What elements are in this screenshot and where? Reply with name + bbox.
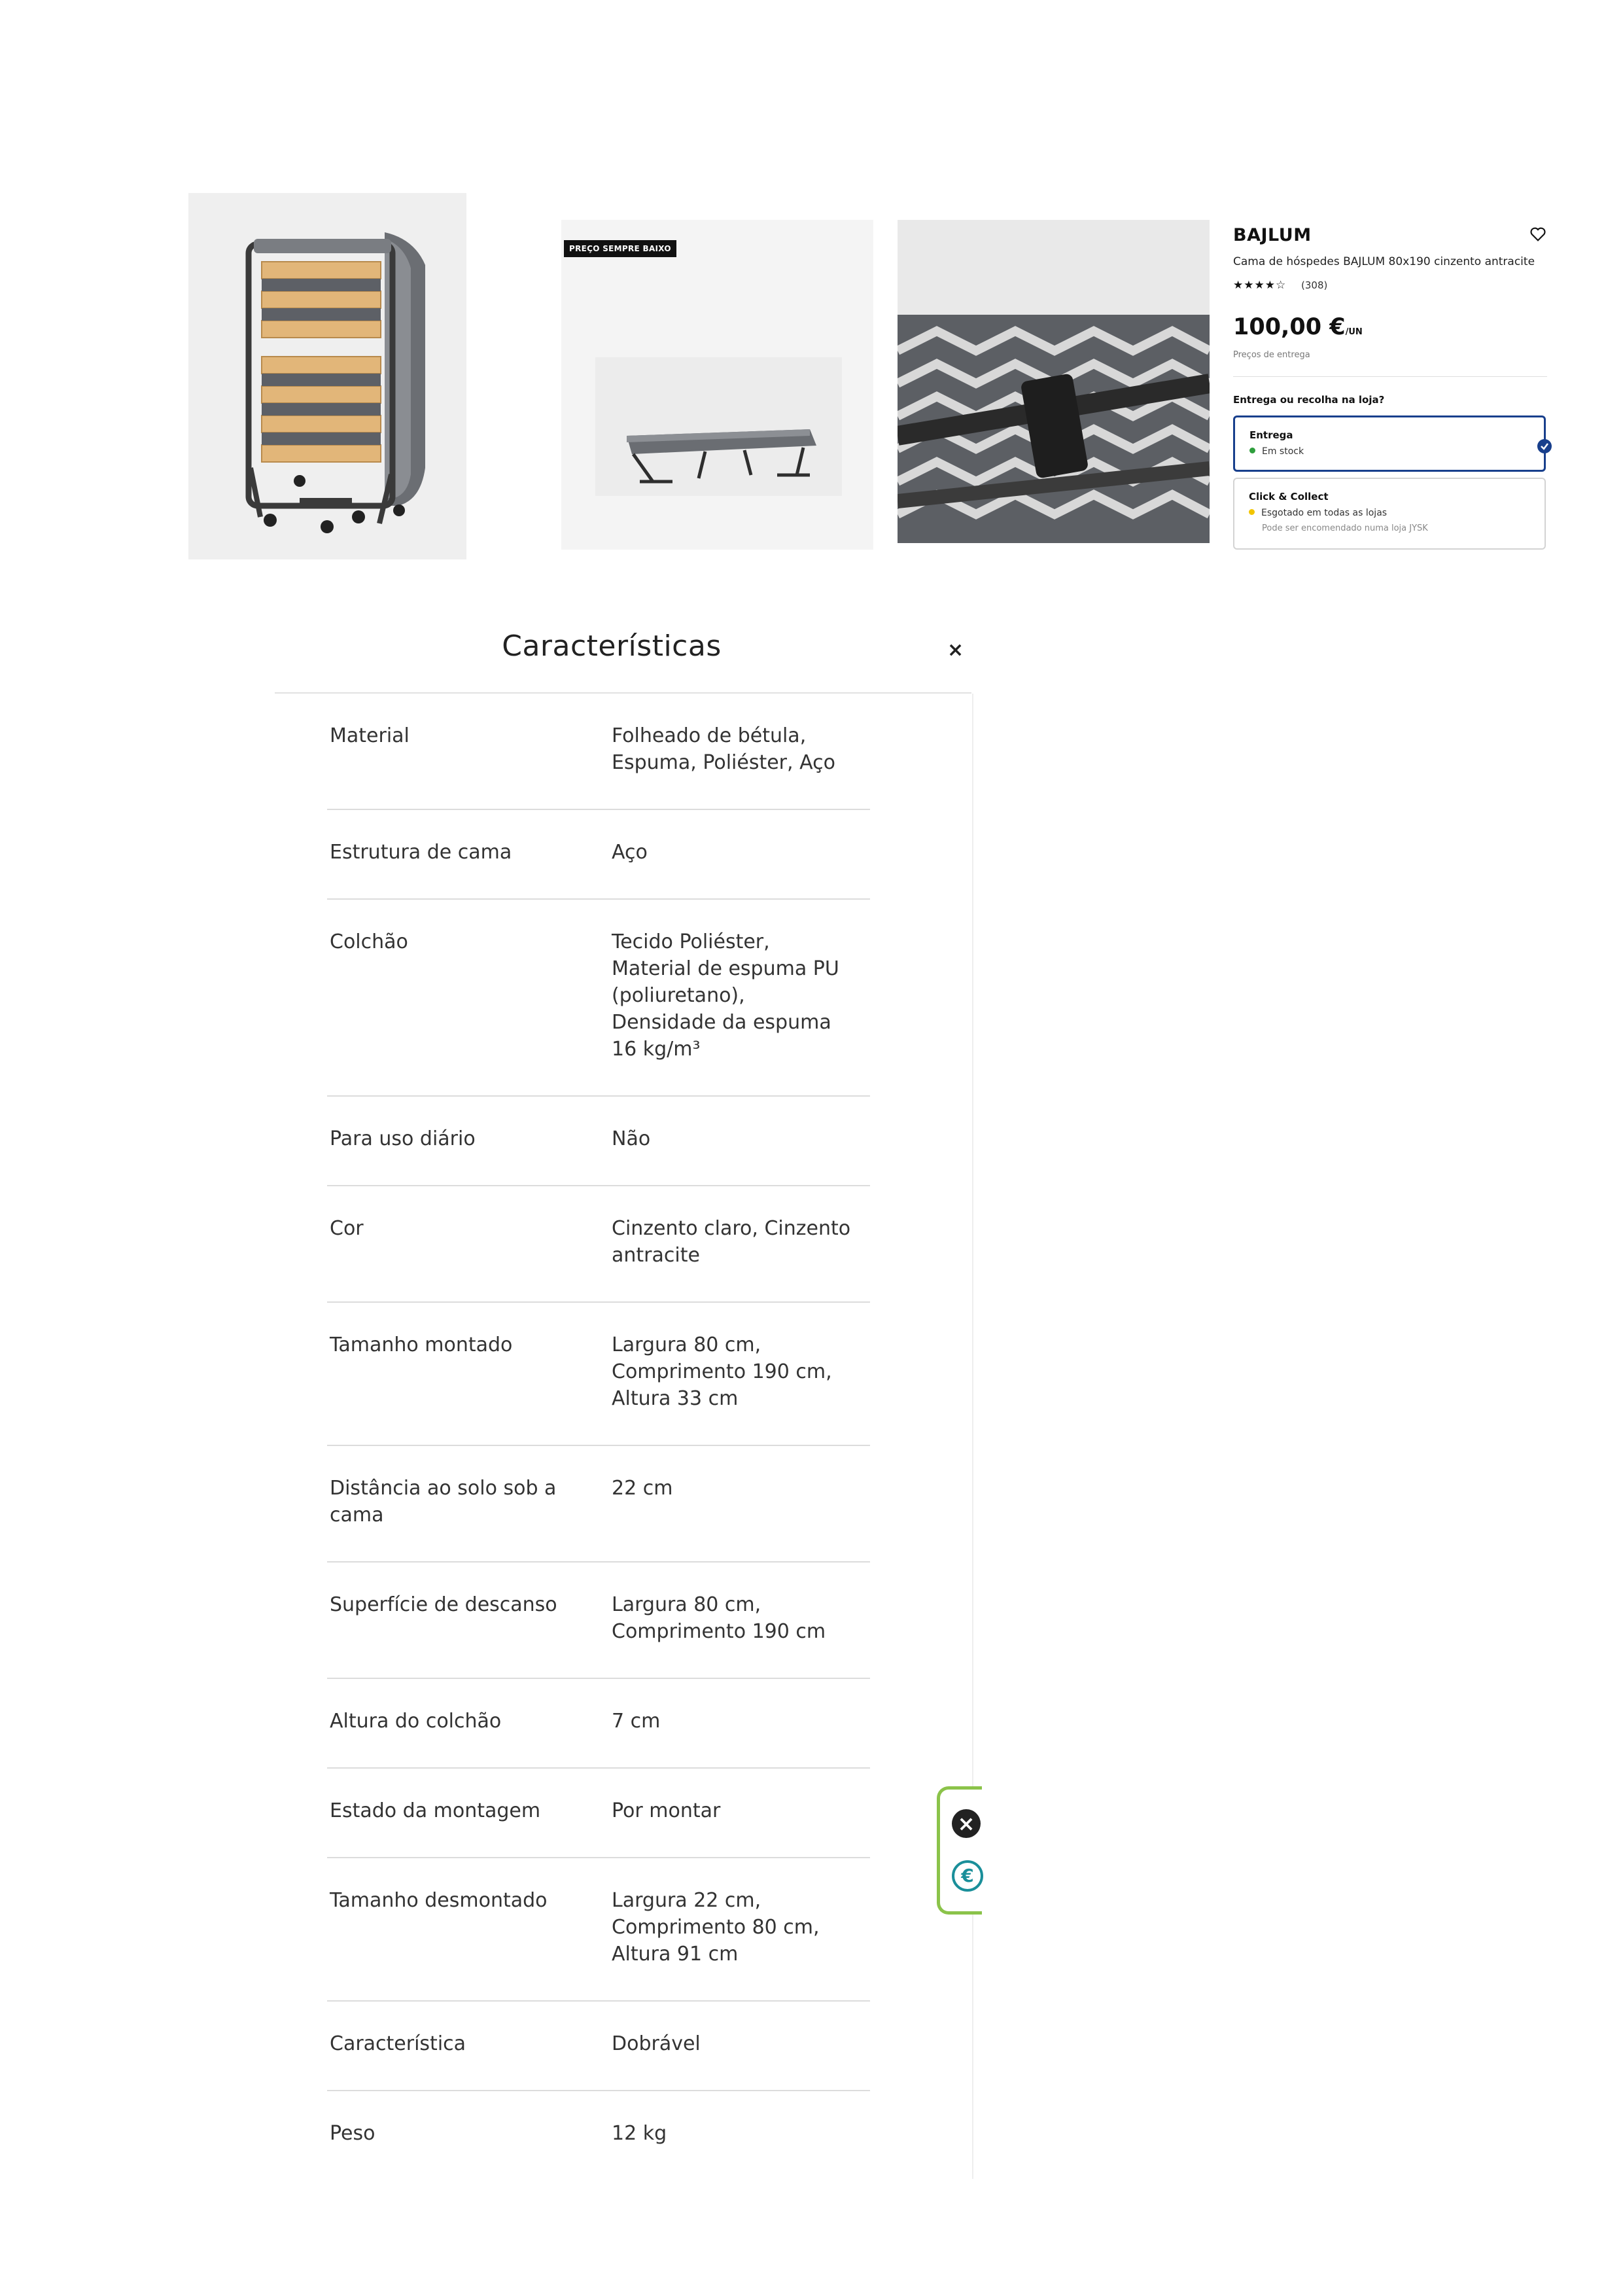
- spec-label: Característica: [330, 2032, 466, 2055]
- spec-label: Estrutura de cama: [330, 841, 512, 864]
- specs-title: Características: [502, 629, 722, 663]
- delivery-option[interactable]: Entrega Em stock: [1233, 415, 1552, 472]
- side-widget[interactable]: × €: [937, 1786, 983, 1915]
- spec-row: Estrutura de cama Aço: [327, 810, 870, 900]
- spec-value: Dobrável: [612, 2032, 701, 2055]
- specs-table: Material Folheado de bétula,Espuma, Polié…: [327, 694, 870, 2181]
- spec-row: Tamanho desmontado Largura 22 cm,Comprime…: [327, 1858, 870, 2002]
- spec-row: Colchão Tecido Poliéster,Material de espu…: [327, 900, 870, 1097]
- mattress-detail-illustration: [898, 220, 1210, 543]
- click-collect-option[interactable]: Click & Collect Esgotado em todas as loj…: [1233, 478, 1546, 550]
- spec-label: Material: [330, 724, 410, 747]
- spec-row: Característica Dobrável: [327, 2002, 870, 2091]
- spec-value: Largura 22 cm,Comprimento 80 cm,Altura 9…: [612, 1889, 820, 1966]
- spec-label: Colchão: [330, 930, 408, 953]
- spec-row: Superfície de descanso Largura 80 cm,Comp…: [327, 1563, 870, 1679]
- spec-value: Largura 80 cm,Comprimento 190 cm: [612, 1593, 826, 1643]
- spec-row: Peso 12 kg: [327, 2091, 870, 2181]
- status-dot-icon: [1249, 448, 1255, 453]
- spec-value: Largura 80 cm,Comprimento 190 cm,Altura …: [612, 1333, 832, 1410]
- product-image-folded[interactable]: [188, 193, 466, 559]
- euro-icon[interactable]: €: [952, 1860, 983, 1892]
- spec-label: Para uso diário: [330, 1127, 476, 1150]
- spec-value: Folheado de bétula,Espuma, Poliéster, Aç…: [612, 724, 835, 774]
- spec-value: Não: [612, 1127, 651, 1150]
- price-amount: 100,00 €: [1233, 314, 1346, 340]
- click-collect-status: Esgotado em todas as lojas: [1249, 508, 1387, 518]
- click-collect-title: Click & Collect: [1249, 491, 1329, 503]
- image-backdrop: [595, 357, 842, 496]
- spec-label: Cor: [330, 1217, 364, 1240]
- spec-label: Superfície de descanso: [330, 1593, 557, 1616]
- product-name[interactable]: Cama de hóspedes BAJLUM 80x190 cinzento …: [1233, 255, 1535, 268]
- product-image-open[interactable]: [561, 220, 873, 550]
- divider: [1233, 376, 1547, 377]
- spec-row: Estado da montagem Por montar: [327, 1769, 870, 1858]
- click-collect-note: Pode ser encomendado numa loja JYSK: [1262, 523, 1428, 533]
- product-image-detail[interactable]: [898, 220, 1210, 543]
- spec-row: Tamanho montado Largura 80 cm,Comprimento…: [327, 1303, 870, 1446]
- spec-label: Tamanho desmontado: [330, 1889, 548, 1912]
- close-icon[interactable]: ×: [947, 639, 964, 662]
- price-note[interactable]: Preços de entrega: [1233, 350, 1310, 360]
- heart-icon[interactable]: [1529, 225, 1547, 243]
- delivery-status-text: Em stock: [1262, 446, 1304, 457]
- spec-label: Peso: [330, 2122, 375, 2145]
- title-divider: [275, 692, 971, 694]
- spec-label: Estado da montagem: [330, 1799, 541, 1822]
- delivery-question: Entrega ou recolha na loja?: [1233, 394, 1385, 406]
- rating-stars: ★★★★☆: [1233, 279, 1287, 292]
- low-price-badge: PREÇO SEMPRE BAIXO: [564, 240, 676, 257]
- spec-value: Aço: [612, 841, 648, 864]
- selected-check-icon: [1537, 439, 1552, 453]
- spec-label: Altura do colchão: [330, 1710, 502, 1733]
- open-bed-illustration: [627, 429, 816, 484]
- delivery-option-status: Em stock: [1249, 446, 1304, 457]
- spec-value: 12 kg: [612, 2122, 667, 2145]
- product-price: 100,00 €/UN: [1233, 314, 1363, 340]
- modal-edge: [972, 694, 973, 2179]
- close-icon[interactable]: ×: [952, 1809, 981, 1838]
- price-unit: /UN: [1345, 327, 1363, 337]
- brand-name: BAJLUM: [1233, 225, 1312, 245]
- spec-row: Altura do colchão 7 cm: [327, 1679, 870, 1769]
- spec-row: Para uso diário Não: [327, 1097, 870, 1186]
- spec-value: 7 cm: [612, 1710, 661, 1733]
- spec-value: Por montar: [612, 1799, 721, 1822]
- folded-bed-illustration: [188, 193, 466, 559]
- spec-label: Tamanho montado: [330, 1333, 513, 1356]
- status-dot-icon: [1249, 509, 1255, 515]
- spec-row: Material Folheado de bétula,Espuma, Polié…: [327, 694, 870, 810]
- spec-value: 22 cm: [612, 1477, 673, 1500]
- delivery-option-title: Entrega: [1249, 429, 1293, 441]
- spec-value: Tecido Poliéster,Material de espuma PU(p…: [612, 930, 839, 1061]
- review-count[interactable]: (308): [1301, 279, 1328, 291]
- product-info-panel: BAJLUM Cama de hóspedes BAJLUM 80x190 ci…: [1233, 216, 1552, 556]
- click-collect-status-text: Esgotado em todas as lojas: [1261, 508, 1387, 518]
